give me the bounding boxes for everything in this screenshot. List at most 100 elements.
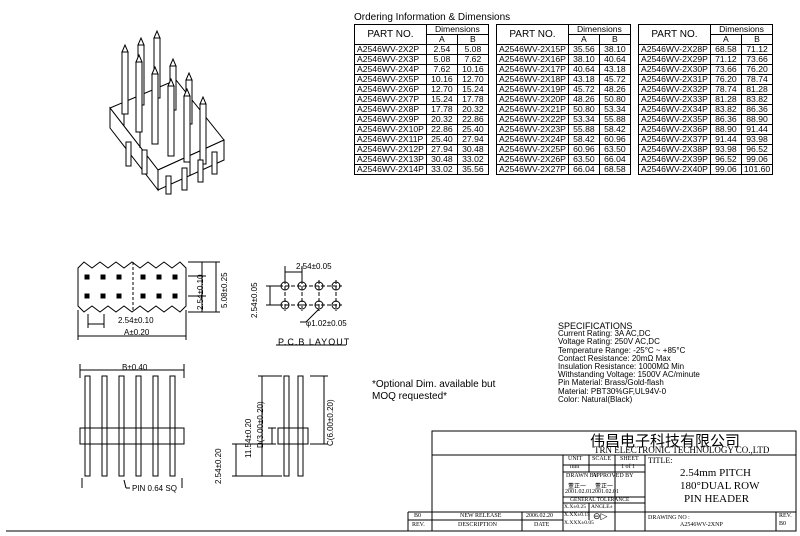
drawing-no-label: DRAWING NO : [648, 515, 690, 521]
dim-a-cell: 25.40 [425, 134, 458, 145]
spec-line: Voltage Rating: 250V AC,DC [558, 337, 660, 347]
part-no-cell: A2546WV-2X25P [496, 144, 569, 155]
dimensions-header: Dimensions [709, 24, 774, 35]
dim-side-254: 2.54±0.10 [196, 274, 205, 310]
part-no-cell: A2546WV-2X32P [638, 84, 711, 95]
dim-b-cell: 5.08 [456, 44, 489, 55]
drawn-name: 董正一 [568, 483, 587, 490]
dim-a-cell: 96.52 [709, 154, 742, 165]
dim-a-cell: 2.54 [425, 44, 458, 55]
title-line-3: PIN HEADER [684, 493, 750, 505]
dim-b-cell: 22.86 [456, 114, 489, 125]
dim-a-cell: 33.02 [425, 164, 458, 175]
spec-line: Current Rating: 3A AC,DC [558, 329, 651, 339]
dim-a-cell: 17.78 [425, 104, 458, 115]
part-no-cell: A2546WV-2X24P [496, 134, 569, 145]
dim-a-cell: 48.26 [567, 94, 600, 105]
dim-a-cell: 35.56 [567, 44, 600, 55]
dim-a-cell: 27.94 [425, 144, 458, 155]
spec-line: Pin Material: Brass/Gold-flash [558, 378, 664, 388]
dim-a-cell: 50.80 [567, 104, 600, 115]
part-no-cell: A2546WV-2X19P [496, 84, 569, 95]
dim-a-cell: 93.98 [709, 144, 742, 155]
dim-a-header: A [567, 34, 600, 45]
title-line-1: 2.54mm PITCH [680, 467, 751, 479]
dim-a-cell: 12.70 [425, 84, 458, 95]
sheet-value: 1 of 1 [621, 464, 635, 470]
dim-a-cell: 5.08 [425, 54, 458, 65]
dim-b-cell: 88.90 [740, 114, 774, 125]
part-no-cell: A2546WV-2X17P [496, 64, 569, 75]
pcb-layout-view [266, 266, 346, 346]
table-header-row: PART NO.Dimensions [354, 24, 489, 45]
part-no-cell: A2546WV-2X37P [638, 134, 711, 145]
dim-height-bottom: 2.54±0.20 [214, 448, 223, 484]
specs-title: SPECIFICATIONS [558, 321, 633, 331]
spec-line: Insulation Resistance: 1000MΩ Min [558, 362, 685, 372]
dim-a-cell: 60.96 [567, 144, 600, 155]
specifications: SPECIFICATIONS Current Rating: 3A AC,DC … [558, 321, 700, 404]
dim-b-cell: 38.10 [598, 44, 631, 55]
dim-b-cell: 15.24 [456, 84, 489, 95]
part-no-cell: A2546WV-2X23P [496, 124, 569, 135]
dim-b-cell: 63.50 [598, 144, 631, 155]
title-line-2: 180°DUAL ROW [680, 480, 760, 492]
dim-b-cell: 60.96 [598, 134, 631, 145]
drawn-date: 2001.02.01 [565, 489, 592, 495]
dim-a-cell: 73.66 [709, 64, 742, 75]
ordering-title: Ordering Information & Dimensions [354, 12, 511, 23]
rev-label: REV. [779, 513, 792, 519]
spec-line: Withstanding Voltage: 1500V AC/minute [558, 370, 700, 380]
dim-pcb-pitch-left: 2.54±0.05 [250, 282, 259, 318]
general-tolerance-label: GENERAL TOLERANCE [570, 497, 630, 503]
dim-b-cell: 58.42 [598, 124, 631, 135]
part-no-cell: A2546WV-2X18P [496, 74, 569, 85]
dim-b-cell: 12.70 [456, 74, 489, 85]
part-no-cell: A2546WV-2X27P [496, 164, 569, 175]
angle-label: ANGLE± [591, 504, 613, 510]
dimensions-header: Dimensions [425, 24, 489, 35]
dim-pcb-pitch-top: 2.54±0.05 [296, 262, 332, 271]
part-no-cell: A2546WV-2X39P [638, 154, 711, 165]
dim-a-cell: 58.42 [567, 134, 600, 145]
dim-a-header: A [425, 34, 458, 45]
part-no-cell: A2546WV-2X4P [354, 64, 427, 75]
dim-a: A±0.20 [124, 328, 150, 337]
dim-a-cell: 7.62 [425, 64, 458, 75]
dim-c: C(6.00±0.20) [326, 399, 335, 446]
title-label: TITLE: [648, 456, 673, 465]
sheet-label: SHEET [620, 456, 639, 462]
dim-b-cell: 53.34 [598, 104, 631, 115]
dim-b-header: B [740, 34, 774, 45]
dim-b-header: B [456, 34, 489, 45]
optional-note: *Optional Dim. available but MOQ request… [372, 379, 496, 402]
dim-a-cell: 78.74 [709, 84, 742, 95]
dim-a-cell: 81.28 [709, 94, 742, 105]
part-no-cell: A2546WV-2X7P [354, 94, 427, 105]
part-no-cell: A2546WV-2X10P [354, 124, 427, 135]
dim-side-508: 5.08±0.25 [220, 272, 229, 308]
part-no-cell: A2546WV-2X14P [354, 164, 427, 175]
dim-a-cell: 22.86 [425, 124, 458, 135]
part-no-cell: A2546WV-2X40P [638, 164, 711, 175]
part-no-header: PART NO. [354, 24, 427, 45]
pcb-layout-label: P.C.B LAYOUT [278, 337, 351, 347]
part-no-cell: A2546WV-2X15P [496, 44, 569, 55]
